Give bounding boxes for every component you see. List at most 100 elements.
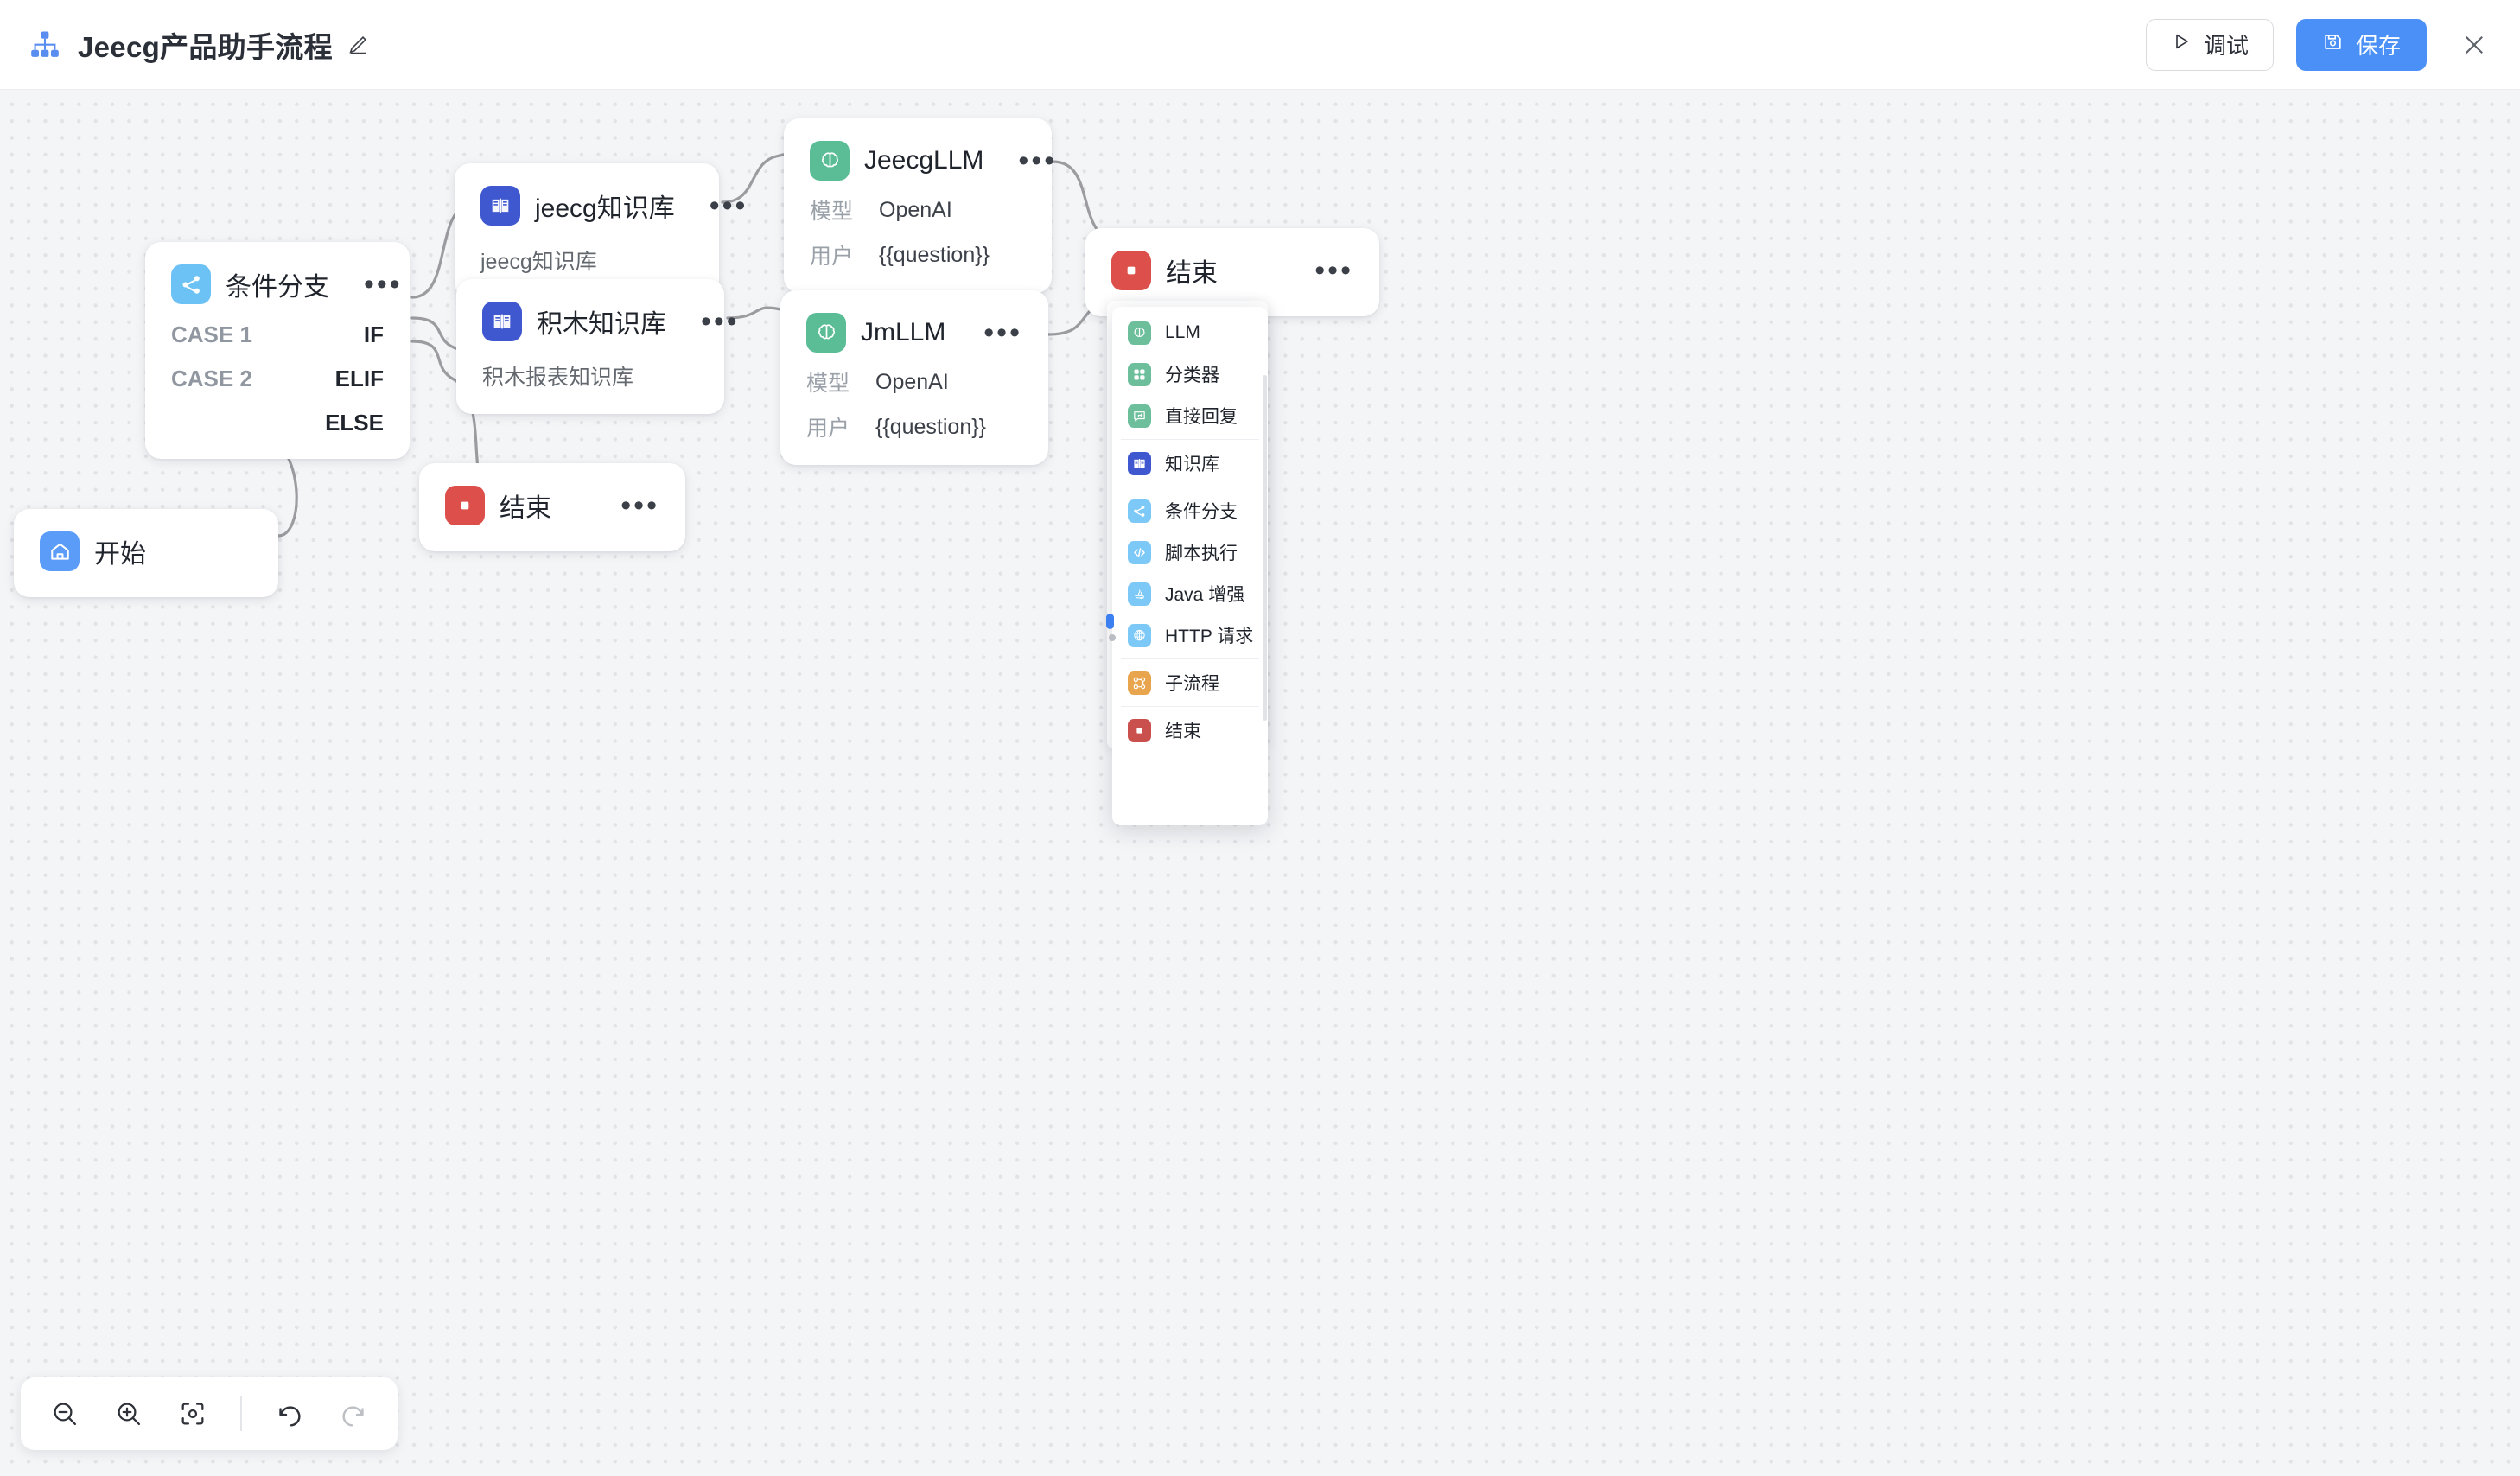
field-label: 模型 — [806, 372, 850, 396]
field-label: 模型 — [810, 200, 854, 224]
node-llm-jeecg[interactable]: JeecgLLM ••• 模型 OpenAI 用户 {{question}} — [784, 118, 1054, 293]
palette-item-end[interactable]: 结束 — [1112, 709, 1268, 751]
palette-item-knowledge[interactable]: 知识库 — [1112, 442, 1268, 484]
chat-reply-icon — [1128, 404, 1151, 428]
app-header: Jeecg产品助手流程 调试 保存 — [0, 0, 2520, 90]
page-title: Jeecg产品助手流程 — [78, 30, 333, 63]
floppy-save-icon — [2322, 31, 2344, 59]
field-value: {{question}} — [875, 414, 986, 439]
play-icon — [2171, 31, 2192, 58]
ellipsis-icon[interactable]: ••• — [983, 316, 1022, 349]
palette-divider — [1121, 706, 1259, 707]
field-user: 用户 {{question}} — [810, 239, 1026, 270]
palette-item-http[interactable]: HTTP 请求 — [1112, 614, 1268, 656]
palette-item-label: Java 增强 — [1165, 585, 1245, 605]
debug-label: 调试 — [2203, 33, 2249, 59]
palette-item-label: 分类器 — [1165, 366, 1219, 385]
node-title: 结束 — [500, 494, 551, 523]
field-model: 模型 OpenAI — [806, 366, 1022, 398]
brain-icon — [1128, 321, 1151, 345]
zoom-in-icon[interactable] — [104, 1389, 154, 1439]
close-icon[interactable] — [2454, 25, 2494, 65]
palette-divider — [1121, 658, 1259, 659]
node-condition-branch[interactable]: 条件分支 ••• CASE 1 IF CASE 2 ELIF ELSE — [145, 242, 410, 459]
node-subtitle: jeecg知识库 — [480, 250, 597, 274]
palette-item-label: 子流程 — [1165, 674, 1219, 694]
node-title: 积木知识库 — [537, 310, 666, 339]
node-subtitle: 积木报表知识库 — [482, 366, 634, 390]
palette-item-classifier[interactable]: 分类器 — [1112, 353, 1268, 395]
palette-item-label: LLM — [1165, 322, 1200, 342]
field-value: OpenAI — [879, 197, 952, 222]
node-header: jeecg知识库 ••• — [480, 186, 745, 226]
case-row: CASE 1 IF — [171, 321, 384, 348]
pencil-edit-icon[interactable] — [345, 32, 371, 58]
field-label: 用户 — [810, 245, 854, 269]
node-header: 条件分支 ••• — [171, 264, 400, 304]
flow-canvas[interactable]: 开始 条件分支 ••• CASE 1 IF CASE 2 ELIF — [0, 90, 2520, 1476]
node-knowledge-jimu[interactable]: 积木知识库 ••• 积木报表知识库 — [456, 279, 737, 414]
palette-item-direct-reply[interactable]: 直接回复 — [1112, 395, 1268, 436]
book-knowledge-icon — [480, 186, 520, 226]
ellipsis-icon[interactable]: ••• — [709, 189, 748, 222]
palette-item-llm[interactable]: LLM — [1112, 312, 1268, 353]
palette-item-condition[interactable]: 条件分支 — [1112, 490, 1268, 531]
palette-item-label: 结束 — [1165, 722, 1201, 741]
undo-icon[interactable] — [264, 1389, 315, 1439]
fit-view-icon[interactable] — [168, 1389, 218, 1439]
redo-icon[interactable] — [328, 1389, 379, 1439]
case-operator: ELSE — [325, 410, 384, 436]
branch-share-icon — [1128, 499, 1151, 523]
ellipsis-icon[interactable]: ••• — [701, 305, 740, 338]
node-start[interactable]: 开始 — [14, 509, 278, 597]
zoom-out-icon[interactable] — [40, 1389, 90, 1439]
panel-scrollbar[interactable] — [1263, 375, 1267, 721]
palette-item-label: HTTP 请求 — [1165, 627, 1254, 646]
book-knowledge-icon — [482, 302, 522, 341]
palette-item-subflow[interactable]: 子流程 — [1112, 662, 1268, 703]
node-title: JmLLM — [861, 318, 946, 347]
case-operator: ELIF — [334, 366, 384, 391]
save-button[interactable]: 保存 — [2295, 18, 2427, 71]
palette-item-java[interactable]: Java 增强 — [1112, 573, 1268, 614]
palette-item-label: 直接回复 — [1165, 407, 1238, 427]
ellipsis-icon[interactable]: ••• — [1018, 144, 1058, 177]
debug-button[interactable]: 调试 — [2145, 18, 2274, 71]
http-globe-icon — [1128, 623, 1151, 647]
node-header: 开始 — [40, 531, 252, 571]
palette-item-label: 脚本执行 — [1165, 544, 1238, 563]
panel-connection-handle[interactable] — [1106, 614, 1114, 629]
node-palette-panel[interactable]: LLM 分类器 直接回复 — [1112, 307, 1268, 825]
node-header: 积木知识库 ••• — [482, 302, 737, 341]
field-label: 用户 — [806, 417, 850, 441]
case-list: CASE 1 IF CASE 2 ELIF ELSE — [171, 321, 384, 436]
ellipsis-icon[interactable]: ••• — [364, 268, 403, 301]
code-script-icon — [1128, 540, 1151, 564]
stop-square-icon — [1128, 718, 1151, 742]
node-title: JeecgLLM — [864, 146, 984, 175]
ellipsis-icon[interactable]: ••• — [620, 489, 659, 522]
sitemap-icon — [28, 28, 62, 62]
case-label: CASE 2 — [171, 366, 252, 391]
node-end-middle[interactable]: 结束 ••• — [419, 463, 685, 551]
node-llm-jm[interactable]: JmLLM ••• 模型 OpenAI 用户 {{question}} — [780, 290, 1048, 465]
node-knowledge-jeecg[interactable]: jeecg知识库 ••• jeecg知识库 — [455, 163, 745, 298]
case-label: CASE 1 — [171, 321, 252, 347]
panel-handle-dot — [1109, 634, 1116, 641]
ellipsis-icon[interactable]: ••• — [1314, 254, 1353, 287]
node-title: 结束 — [1166, 259, 1218, 288]
field-model: 模型 OpenAI — [810, 194, 1026, 226]
brain-icon — [810, 141, 850, 181]
header-actions: 调试 保存 — [2145, 18, 2520, 71]
stop-square-icon — [445, 486, 485, 525]
case-operator: IF — [363, 321, 384, 347]
node-header: JeecgLLM ••• — [810, 141, 1054, 181]
toolbar-divider — [240, 1396, 242, 1431]
palette-item-script[interactable]: 脚本执行 — [1112, 531, 1268, 573]
node-title: jeecg知识库 — [535, 194, 675, 223]
home-icon — [40, 531, 80, 571]
node-header: 结束 ••• — [445, 486, 659, 525]
field-value: OpenAI — [875, 369, 949, 394]
brain-icon — [806, 313, 846, 353]
save-label: 保存 — [2355, 33, 2401, 59]
